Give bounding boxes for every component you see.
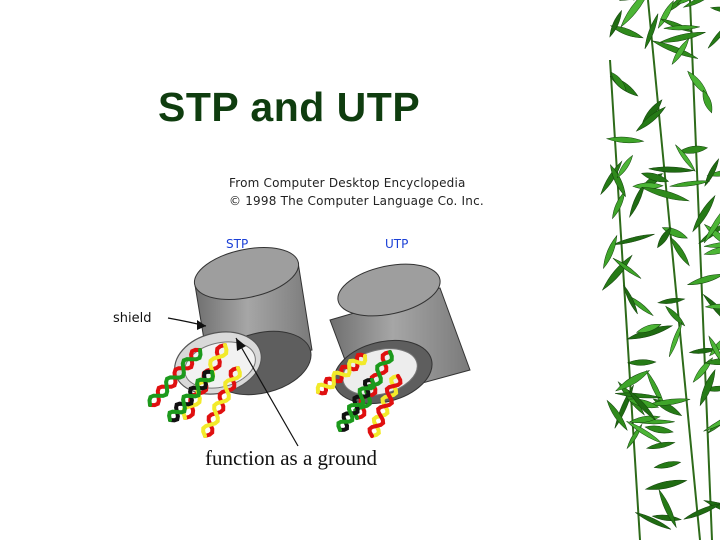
source-credit-line-2: © 1998 The Computer Language Co. Inc.: [229, 194, 484, 208]
bamboo-leaf-icon: [610, 71, 627, 92]
bamboo-leaf-icon: [668, 322, 683, 358]
wire: [315, 354, 368, 394]
bamboo-leaf-icon: [659, 18, 694, 33]
bamboo-leaf-icon: [686, 273, 720, 285]
bamboo-leaf-icon: [665, 305, 686, 327]
bamboo-leaf-icon: [623, 284, 638, 315]
bamboo-leaf-icon: [675, 144, 696, 172]
bamboo-leaf-icon: [609, 25, 644, 39]
bamboo-leaf-icon: [683, 503, 720, 520]
bamboo-leaf-icon: [626, 420, 663, 444]
shield-label: shield: [113, 311, 152, 326]
stp-wire-pairs: [147, 343, 242, 438]
bamboo-leaf-icon: [702, 89, 713, 114]
wire: [167, 370, 215, 422]
ground-pointer-arrowhead: [236, 338, 246, 351]
bamboo-leaf-icon: [682, 0, 712, 8]
bamboo-leaf-icon: [628, 389, 656, 421]
bamboo-leaf-icon: [612, 257, 642, 279]
bamboo-leaf-icon: [658, 489, 677, 528]
bamboo-leaf-icon: [653, 461, 682, 469]
bamboo-leaf-icon: [669, 180, 710, 187]
bamboo-leaf-icon: [640, 187, 690, 202]
figure-caption: function as a ground: [205, 446, 378, 470]
bamboo-leaf-icon: [615, 370, 651, 392]
bamboo-leaf-icon: [651, 40, 699, 59]
bamboo-leaf-icon: [644, 425, 674, 434]
bamboo-leaf-icon: [605, 136, 645, 144]
bamboo-leaf-icon: [706, 169, 720, 177]
wire: [147, 348, 203, 407]
bamboo-leaf-icon: [704, 357, 720, 365]
bamboo-leaf-icon: [703, 500, 720, 517]
bamboo-leaf-icon: [704, 158, 720, 187]
utp-wire-pairs: [315, 350, 403, 438]
bamboo-leaf-icon: [703, 246, 720, 255]
utp-cable-illustration: [315, 263, 471, 438]
bamboo-leaf-icon: [632, 182, 664, 190]
shield-pointer-arrowhead: [197, 320, 206, 330]
bamboo-leaf-icon: [644, 13, 659, 49]
wire: [201, 366, 242, 438]
bamboo-leaf-icon: [601, 254, 633, 291]
bamboo-leaf-icon: [663, 25, 700, 31]
bamboo-leaf-icon: [600, 160, 623, 196]
bamboo-leaf-icon: [709, 6, 720, 13]
bamboo-leaf-icon: [670, 236, 690, 267]
ground-pointer-line: [235, 337, 299, 447]
bamboo-leaf-icon: [692, 357, 714, 383]
bamboo-leaf-icon: [635, 106, 666, 132]
bamboo-leaf-icon: [659, 32, 706, 43]
stp-cable-illustration: [147, 247, 313, 438]
source-credit-line-1: From Computer Desktop Encyclopedia: [229, 176, 466, 190]
bamboo-leaf-icon: [644, 479, 688, 490]
bamboo-leaf-icon: [707, 22, 720, 49]
bamboo-leaf-icon: [657, 227, 672, 249]
bamboo-leaf-icon: [676, 0, 700, 5]
slide-title: STP and UTP: [158, 84, 421, 130]
bamboo-leaf-icon: [657, 297, 686, 304]
bamboo-leaf-icon: [606, 399, 628, 431]
stp-label: STP: [226, 237, 249, 251]
bamboo-leaf-icon: [646, 398, 691, 407]
bamboo-leaf-icon: [671, 38, 690, 65]
bamboo-leaf-icon: [614, 392, 662, 399]
bamboo-leaf-icon: [620, 0, 651, 28]
bamboo-leaf-icon: [609, 9, 622, 38]
bamboo-leaf-icon: [635, 512, 672, 530]
bamboo-leaf-icon: [703, 241, 720, 249]
bamboo-leaf-icon: [692, 194, 716, 233]
bamboo-leaf-icon: [612, 233, 655, 246]
bamboo-leaf-icon: [641, 172, 670, 183]
bamboo-leaf-icon: [678, 145, 709, 154]
bamboo-leaf-icon: [645, 441, 676, 449]
bamboo-leaf-icon: [636, 323, 662, 333]
bamboo-leaf-icon: [708, 335, 720, 365]
bamboo-leaf-icon: [627, 359, 657, 366]
bamboo-leaf-icon: [648, 166, 694, 173]
wire: [336, 378, 376, 432]
bamboo-leaf-icon: [610, 164, 626, 198]
bamboo-leaf-icon: [699, 369, 716, 407]
bamboo-leaf-icon: [703, 203, 720, 244]
utp-label: UTP: [385, 237, 409, 251]
wire: [367, 374, 403, 438]
bamboo-leaf-icon: [603, 234, 618, 270]
bamboo-leaf-icon: [704, 303, 720, 309]
bamboo-leaf-icon: [703, 408, 720, 432]
